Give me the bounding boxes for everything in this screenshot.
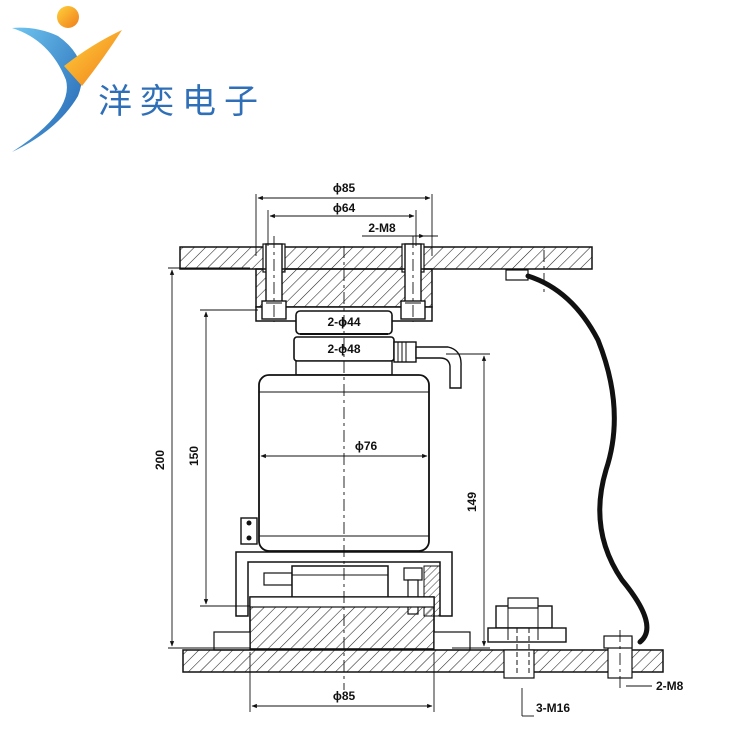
dim-base-diameter: ϕ85	[333, 689, 356, 703]
brand-name: 洋奕电子	[98, 82, 266, 122]
center-lines	[273, 236, 621, 690]
dim-height-150: 150	[187, 446, 201, 466]
dim-cable-bolts: 2-M8	[656, 679, 684, 693]
dimension-lines	[168, 194, 652, 717]
cable-connector-top	[393, 341, 462, 389]
dim-top-inner-diameter: ϕ64	[333, 201, 356, 215]
side-connector	[240, 517, 258, 545]
dim-top-outer-diameter: ϕ85	[333, 181, 356, 195]
sensor-cable	[505, 269, 650, 649]
dim-top-bolts: 2-M8	[368, 221, 396, 235]
dim-ring-48: 2-ϕ48	[327, 342, 360, 356]
logo-orange-stroke-icon	[64, 30, 122, 86]
dim-body-diameter: ϕ76	[355, 439, 378, 453]
logo-blue-stroke-icon	[12, 27, 83, 152]
anchor-bolt	[487, 597, 567, 676]
dim-ring-44: 2-ϕ44	[327, 315, 360, 329]
logo-orange-dot-icon	[57, 6, 79, 28]
dim-height-149: 149	[465, 492, 479, 512]
brand-logo	[12, 6, 122, 152]
dim-base-bolts: 3-M16	[536, 701, 570, 715]
dim-height-200: 200	[153, 450, 167, 470]
base-block	[213, 596, 471, 651]
